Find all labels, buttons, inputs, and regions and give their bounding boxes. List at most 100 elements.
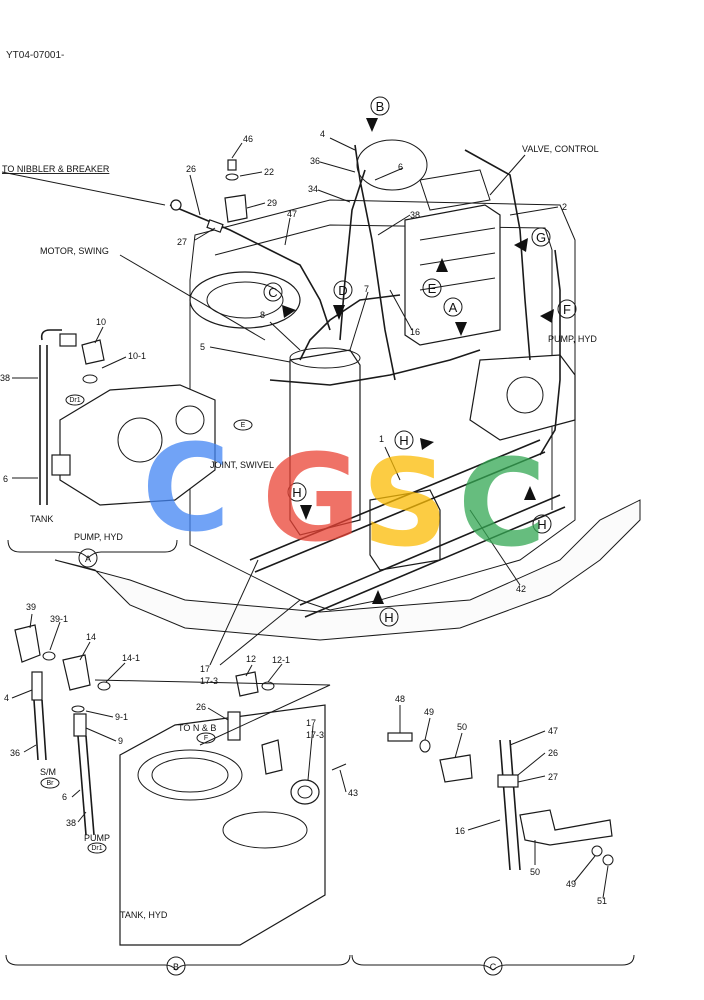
arrow-h2 (300, 505, 312, 520)
hose-36-l (33, 699, 39, 761)
pipe-1 (249, 439, 541, 561)
label-tank: TANK (30, 514, 53, 524)
pn-17-3a: 17-3 (200, 676, 218, 686)
oring-39-1 (42, 651, 56, 661)
pn-10-1: 10-1 (128, 351, 146, 361)
part-numbers: 46 22 29 26 27 47 4 36 34 6 38 2 7 8 5 1… (0, 129, 607, 906)
pn-17a: 17 (200, 664, 210, 674)
circle-c (483, 956, 503, 976)
mark-pump-oval (87, 842, 107, 854)
pn-49b: 49 (566, 879, 576, 889)
label-sm: S/M (40, 767, 56, 777)
pump-a-port (175, 405, 205, 435)
pn-50a: 50 (457, 722, 467, 732)
pn-47a: 47 (287, 209, 297, 219)
circle-a (78, 548, 98, 568)
callout-d: D (338, 283, 347, 298)
fitting-4 (31, 671, 43, 701)
pn-26a: 26 (186, 164, 196, 174)
hose-clamp-17-inner (297, 785, 313, 799)
hose-38-r (85, 735, 95, 836)
pn-38a: 38 (410, 210, 420, 220)
bolt-48 (387, 732, 413, 742)
hose-47-r (509, 739, 521, 871)
circle-b (166, 956, 186, 976)
callout-h2-circle (287, 482, 307, 502)
bracket-b (5, 954, 351, 971)
nut-51 (602, 854, 614, 866)
leader-lines (1, 137, 609, 899)
frame-inner-edge (214, 224, 553, 510)
pn-4b: 4 (4, 693, 9, 703)
watermark-letter-3: S (362, 435, 448, 574)
valve-line-2 (419, 252, 496, 266)
pn-22: 22 (264, 167, 274, 177)
pn-39-1: 39-1 (50, 614, 68, 624)
control-valve-block (404, 204, 501, 346)
tank-hose-bend (40, 329, 62, 341)
pn-1: 1 (379, 434, 384, 444)
callout-h1-circle (394, 430, 414, 450)
pn-5: 5 (200, 342, 205, 352)
callout-a: A (449, 300, 458, 315)
mark-br-oval (40, 777, 60, 789)
hose-36-r (41, 699, 47, 761)
tank-port (222, 811, 308, 849)
pn-27a: 27 (177, 237, 187, 247)
callout-h2: H (292, 485, 301, 500)
pin-43 (331, 763, 347, 771)
pump-body-a (59, 384, 216, 506)
label-pump-hyd-right: PUMP, HYD (548, 334, 597, 344)
callout-h3-circle (532, 514, 552, 534)
bracket-50b (519, 809, 613, 846)
hose-7 (299, 294, 401, 361)
pn-48: 48 (395, 694, 405, 704)
callout-g: G (536, 230, 546, 245)
switch-14 (62, 654, 91, 691)
callout-f-circle (557, 299, 577, 319)
callout-a-circle (443, 297, 463, 317)
callout-g-circle (531, 227, 551, 247)
pn-36a: 36 (310, 156, 320, 166)
pn-38b: 38 (0, 373, 10, 383)
tank-pipe (261, 739, 283, 775)
swing-motor-ring (206, 281, 284, 319)
hose-clamp-17 (290, 779, 320, 805)
upper-frame-base (54, 499, 641, 641)
mark-e-oval (233, 419, 253, 431)
mark-f-oval (196, 732, 216, 744)
pn-29: 29 (267, 198, 277, 208)
callouts: B C D E A G F H H H H (263, 96, 577, 627)
callout-h3: H (537, 517, 546, 532)
label-to-n-b: TO N & B (178, 723, 216, 733)
pn-9-1: 9-1 (115, 712, 128, 722)
callout-d-circle (333, 280, 353, 300)
arrow-g (514, 238, 528, 252)
mark-e: E (241, 422, 246, 429)
hyd-pump-port (506, 376, 544, 414)
pn-36b: 36 (10, 748, 20, 758)
arrow-h4 (372, 590, 384, 604)
hose-16 (269, 349, 481, 386)
swivel-top (289, 347, 361, 369)
mark-dr1-oval (65, 394, 85, 406)
pn-10: 10 (96, 317, 106, 327)
callout-c: C (268, 285, 277, 300)
washer-49a (419, 739, 431, 753)
callout-h1: H (399, 433, 408, 448)
mark-f: F (204, 735, 208, 742)
arrow-b (366, 118, 378, 132)
hose-2 (464, 149, 531, 361)
elbow-12 (235, 671, 259, 697)
callout-b-circle (370, 96, 390, 116)
hose-38 (354, 144, 396, 381)
sleeve-27 (497, 774, 519, 788)
label-pump-hyd-a: PUMP, HYD (74, 532, 123, 542)
doc-code: YT04-07001- (6, 50, 64, 61)
pn-50b: 50 (530, 867, 540, 877)
pn-39: 39 (26, 602, 36, 612)
callout-e: E (428, 281, 437, 296)
fitting-a (59, 333, 77, 347)
bracket-c (351, 954, 635, 971)
